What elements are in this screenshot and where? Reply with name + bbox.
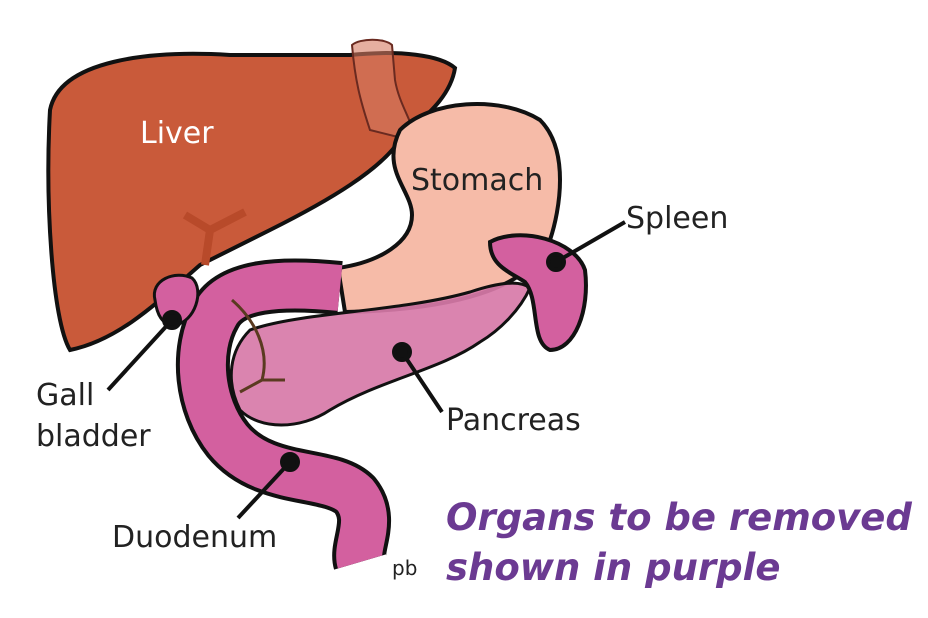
bile-duct: [182, 208, 247, 266]
caption-line-1: Organs to be removed: [446, 496, 912, 539]
label-gall-bladder-1: Gall: [36, 378, 94, 413]
label-liver: Liver: [140, 116, 214, 151]
label-spleen: Spleen: [626, 201, 728, 236]
liver: [46, 51, 458, 353]
duodenum-fill: [179, 262, 387, 569]
pancreatic-duct: [231, 298, 285, 394]
pancreas: [229, 281, 532, 427]
pointers: [106, 220, 627, 520]
gall-bladder: [152, 273, 200, 327]
label-duodenum: Duodenum: [112, 520, 277, 555]
caption-line-2: shown in purple: [446, 546, 780, 589]
signature: pb: [392, 556, 417, 580]
label-gall-bladder-2: bladder: [36, 419, 151, 454]
label-stomach: Stomach: [411, 163, 543, 198]
label-pancreas: Pancreas: [446, 403, 581, 438]
